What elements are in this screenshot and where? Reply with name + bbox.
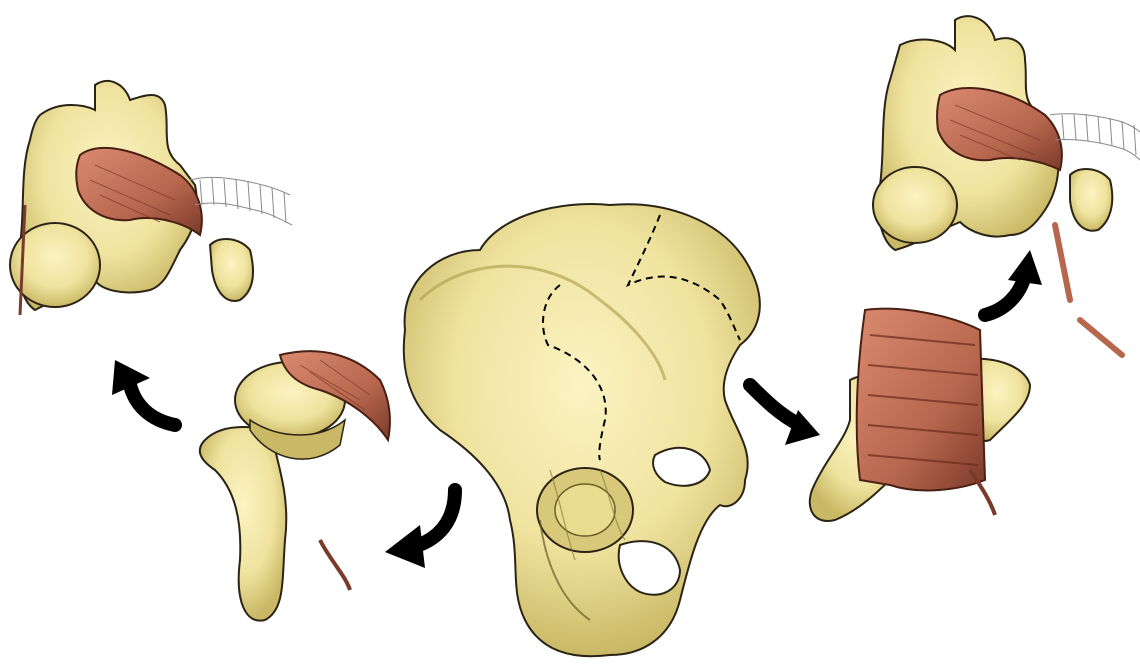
bone-graft-illustration	[200, 351, 390, 620]
curved-arrow-icon	[750, 385, 820, 445]
curved-arrow-icon	[385, 490, 455, 568]
pelvic-bone-illustration	[404, 204, 760, 656]
bone-graft-illustration	[810, 309, 1030, 521]
curved-arrow-icon	[112, 360, 175, 425]
mandible-reconstruction-illustration	[10, 81, 292, 315]
curved-arrow-icon	[985, 250, 1042, 315]
